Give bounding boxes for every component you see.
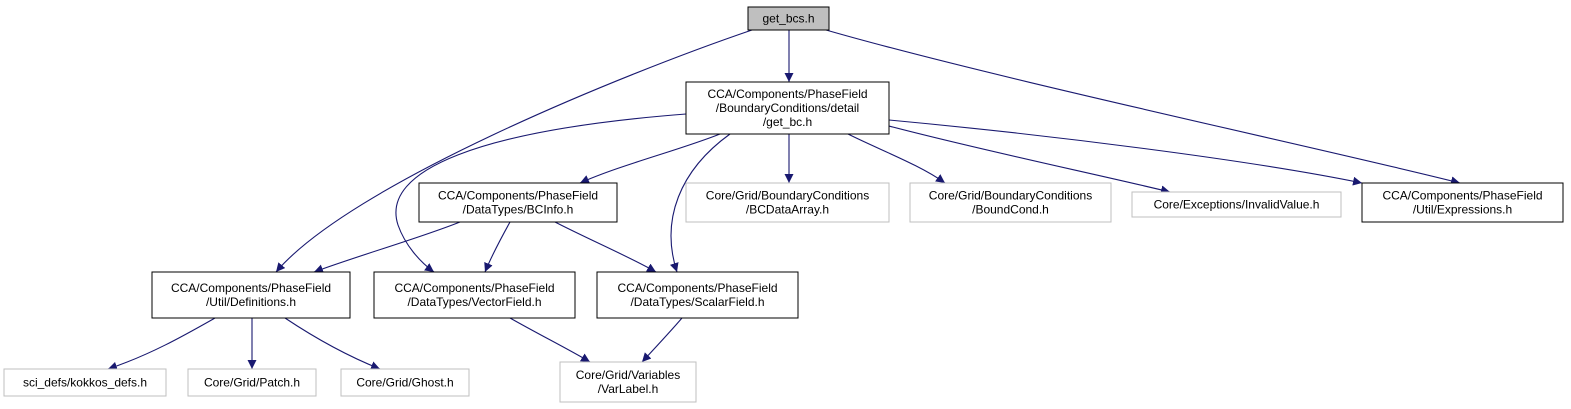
edge-scalarfield-to-varlabel (641, 317, 683, 363)
node-label-kokkos_defs-line-0: sci_defs/kokkos_defs.h (23, 376, 147, 390)
node-scalarfield[interactable]: CCA/Components/PhaseField/DataTypes/Scal… (596, 271, 799, 319)
node-varlabel: Core/Grid/Variables/VarLabel.h (559, 361, 697, 403)
node-label-get_bc-line-0: CCA/Components/PhaseField (707, 87, 867, 101)
node-label-vectorfield-line-0: CCA/Components/PhaseField (394, 281, 554, 295)
node-box-definitions (151, 271, 351, 319)
node-box-bcinfo (418, 182, 618, 223)
node-label-definitions-line-0: CCA/Components/PhaseField (171, 281, 331, 295)
edge-get_bc-to-expressions (888, 119, 1363, 186)
node-label-bcinfo-line-0: CCA/Components/PhaseField (438, 189, 598, 203)
node-label-boundcond-line-1: /BoundCond.h (972, 203, 1049, 217)
edge-bcinfo-to-definitions (313, 221, 461, 274)
node-box-vectorfield (373, 271, 576, 319)
edge-get_bc-to-bcinfo (579, 133, 721, 184)
edge-get_bc-to-invalidvalue (888, 125, 1171, 195)
edge-bcinfo-to-vectorfield (484, 221, 511, 273)
node-vectorfield[interactable]: CCA/Components/PhaseField/DataTypes/Vect… (373, 271, 576, 319)
node-box-patch (187, 368, 317, 397)
edge-get_bc-to-boundcond (847, 133, 946, 184)
node-box-varlabel (559, 361, 697, 403)
node-label-get_bc-line-2: /get_bc.h (763, 115, 812, 129)
node-ghost: Core/Grid/Ghost.h (340, 368, 470, 397)
node-label-bcdataarray-line-1: /BCDataArray.h (746, 203, 829, 217)
edge-get_bcs-to-definitions (275, 29, 753, 273)
node-label-scalarfield-line-0: CCA/Components/PhaseField (617, 281, 777, 295)
node-label-patch-line-0: Core/Grid/Patch.h (204, 376, 300, 390)
node-get_bcs[interactable]: get_bcs.h (747, 6, 830, 31)
node-get_bc[interactable]: CCA/Components/PhaseField/BoundaryCondit… (685, 81, 890, 135)
node-boundcond: Core/Grid/BoundaryConditions/BoundCond.h (909, 182, 1112, 223)
node-bcinfo[interactable]: CCA/Components/PhaseField/DataTypes/BCIn… (418, 182, 618, 223)
node-bcdataarray: Core/Grid/BoundaryConditions/BCDataArray… (685, 182, 890, 223)
node-label-varlabel-line-0: Core/Grid/Variables (576, 368, 680, 382)
node-box-bcdataarray (685, 182, 890, 223)
edge-get_bc-to-vectorfield (395, 113, 687, 273)
node-kokkos_defs: sci_defs/kokkos_defs.h (3, 368, 167, 397)
node-invalidvalue: Core/Exceptions/InvalidValue.h (1131, 191, 1342, 218)
edge-get_bc-to-scalarfield (669, 133, 731, 273)
node-box-ghost (340, 368, 470, 397)
node-label-bcdataarray-line-0: Core/Grid/BoundaryConditions (706, 189, 869, 203)
node-patch: Core/Grid/Patch.h (187, 368, 317, 397)
node-label-bcinfo-line-1: /DataTypes/BCInfo.h (463, 203, 574, 217)
nodes-layer: get_bcs.hCCA/Components/PhaseField/Bound… (3, 6, 1564, 403)
node-box-get_bc (685, 81, 890, 135)
node-box-boundcond (909, 182, 1112, 223)
node-label-vectorfield-line-1: /DataTypes/VectorField.h (407, 295, 541, 309)
node-label-expressions-line-0: CCA/Components/PhaseField (1382, 189, 1542, 203)
node-label-boundcond-line-0: Core/Grid/BoundaryConditions (929, 189, 1092, 203)
node-box-get_bcs (747, 6, 830, 31)
node-definitions[interactable]: CCA/Components/PhaseField/Util/Definitio… (151, 271, 351, 319)
node-label-invalidvalue-line-0: Core/Exceptions/InvalidValue.h (1154, 198, 1320, 212)
node-box-scalarfield (596, 271, 799, 319)
node-label-expressions-line-1: /Util/Expressions.h (1413, 203, 1512, 217)
edge-bcinfo-to-scalarfield (554, 221, 657, 273)
edges-layer (107, 29, 1461, 371)
node-label-definitions-line-1: /Util/Definitions.h (206, 295, 296, 309)
node-box-kokkos_defs (3, 368, 167, 397)
edge-get_bcs-to-expressions (825, 29, 1461, 186)
edge-definitions-to-ghost (284, 317, 381, 370)
node-label-ghost-line-0: Core/Grid/Ghost.h (356, 376, 453, 390)
node-label-varlabel-line-1: /VarLabel.h (598, 382, 659, 396)
node-label-scalarfield-line-1: /DataTypes/ScalarField.h (630, 295, 764, 309)
edge-vectorfield-to-varlabel (509, 317, 591, 363)
node-label-get_bcs-line-0: get_bcs.h (762, 12, 814, 26)
node-expressions[interactable]: CCA/Components/PhaseField/Util/Expressio… (1361, 182, 1564, 223)
node-label-get_bc-line-1: /BoundaryConditions/detail (716, 101, 859, 115)
node-box-invalidvalue (1131, 191, 1342, 218)
node-box-expressions (1361, 182, 1564, 223)
edge-definitions-to-kokkos_defs (107, 317, 216, 371)
